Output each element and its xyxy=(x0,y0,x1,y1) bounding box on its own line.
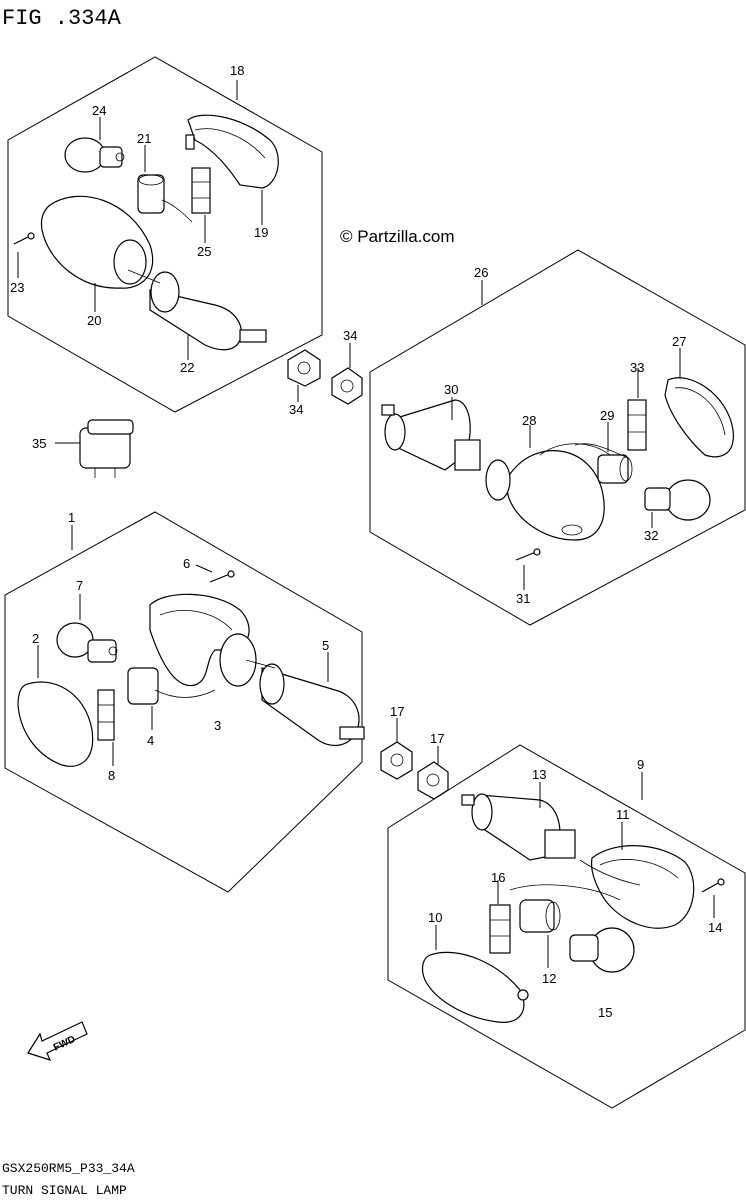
callout-3: 3 xyxy=(214,718,221,733)
screw-23 xyxy=(13,232,35,245)
nut-34-left xyxy=(287,349,321,387)
callout-16: 16 xyxy=(491,870,505,885)
callout-17-right: 17 xyxy=(430,731,444,746)
bulb-32 xyxy=(644,479,711,521)
bulb-15 xyxy=(569,927,635,973)
callout-11: 11 xyxy=(616,807,630,822)
clip-16 xyxy=(489,884,621,954)
bulb-24 xyxy=(64,137,125,173)
callout-5: 5 xyxy=(322,638,329,653)
callout-6: 6 xyxy=(183,556,190,571)
socket-29 xyxy=(574,443,633,484)
socket-21 xyxy=(137,174,193,223)
callout-2: 2 xyxy=(32,631,39,646)
assembly-9-group xyxy=(387,744,746,1109)
callout-9: 9 xyxy=(637,757,644,772)
callout-21: 21 xyxy=(137,131,151,146)
callout-7: 7 xyxy=(76,578,83,593)
clip-33 xyxy=(627,399,647,451)
assembly-1-outline xyxy=(4,511,363,893)
assembly-18-group xyxy=(7,56,323,413)
callout-12: 12 xyxy=(542,971,556,986)
stay-5 xyxy=(245,659,365,746)
callout-29: 29 xyxy=(600,408,614,423)
callout-8: 8 xyxy=(108,768,115,783)
nut-34-right xyxy=(331,367,363,405)
stay-30 xyxy=(381,399,481,471)
fwd-arrow-icon: FWD xyxy=(27,1021,88,1061)
housing-20 xyxy=(40,195,154,289)
callout-19: 19 xyxy=(254,225,268,240)
callout-35: 35 xyxy=(32,436,46,451)
callout-32: 32 xyxy=(644,528,658,543)
figure-code: GSX250RM5_P33_34A xyxy=(2,1161,135,1176)
callout-14: 14 xyxy=(708,920,722,935)
nut-17-left xyxy=(380,741,413,780)
bracket-27 xyxy=(664,377,734,458)
callout-1: 1 xyxy=(68,510,75,525)
callout-15: 15 xyxy=(598,1005,612,1020)
callout-20: 20 xyxy=(87,313,101,328)
callout-28: 28 xyxy=(522,413,536,428)
screw-14 xyxy=(701,878,725,893)
socket-12 xyxy=(519,899,561,933)
housing-3 xyxy=(149,593,257,687)
callout-4: 4 xyxy=(147,733,154,748)
callout-26: 26 xyxy=(474,265,488,280)
callout-13: 13 xyxy=(532,767,546,782)
figure-title: FIG .334A xyxy=(2,6,122,31)
callout-33: 33 xyxy=(630,360,644,375)
callout-30: 30 xyxy=(444,382,458,397)
callout-34-left: 34 xyxy=(289,402,303,417)
callout-18: 18 xyxy=(230,63,244,78)
assembly-18-outline xyxy=(7,56,323,413)
relay-35 xyxy=(79,419,134,478)
assembly-9-outline xyxy=(387,744,746,1109)
stay-22 xyxy=(127,269,267,351)
housing-28 xyxy=(485,443,611,541)
lens-2 xyxy=(17,681,94,767)
screw-6 xyxy=(209,570,235,583)
lens-10 xyxy=(421,951,529,1023)
callout-23: 23 xyxy=(10,280,24,295)
figure-caption: TURN SIGNAL LAMP xyxy=(2,1183,127,1198)
socket-4 xyxy=(127,667,216,705)
housing-11 xyxy=(579,845,695,929)
callout-17-left: 17 xyxy=(390,704,404,719)
assembly-26-outline xyxy=(369,249,746,626)
callout-31: 31 xyxy=(516,591,530,606)
bracket-19 xyxy=(185,114,279,189)
callout-10: 10 xyxy=(428,910,442,925)
callout-24: 24 xyxy=(92,103,106,118)
callout-22: 22 xyxy=(180,360,194,375)
watermark: © Partzilla.com xyxy=(340,227,455,246)
screw-31 xyxy=(515,548,541,561)
callout-34-right: 34 xyxy=(343,328,357,343)
callout-27: 27 xyxy=(672,334,686,349)
assembly-1-group xyxy=(4,511,365,893)
bulb-7 xyxy=(56,622,118,663)
stay-13 xyxy=(461,793,576,861)
clip-25 xyxy=(191,167,211,214)
clip-8 xyxy=(97,689,115,741)
callout-25: 25 xyxy=(197,244,211,259)
assembly-26-group xyxy=(369,249,746,626)
